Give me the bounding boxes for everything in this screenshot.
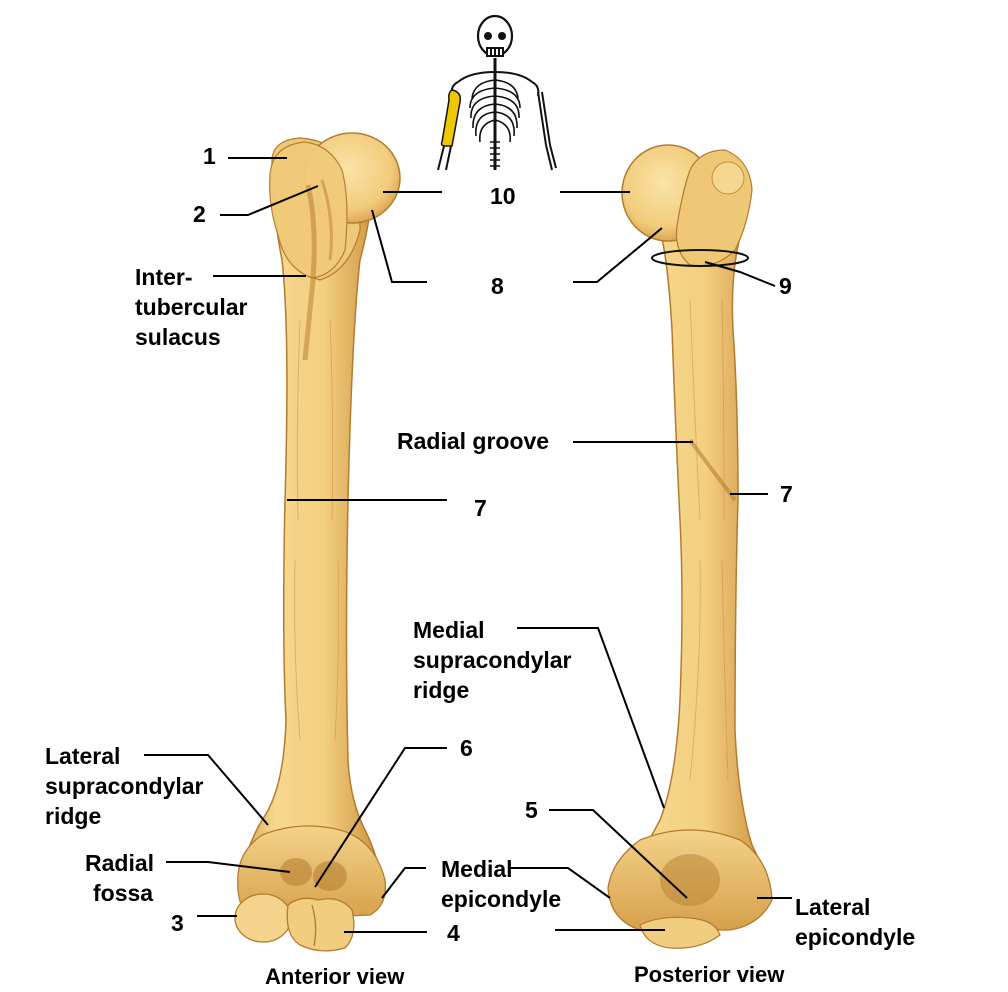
- label-9: 9: [779, 273, 792, 299]
- label-medial-supracondylar-ridge: Medial supracondylar ridge: [413, 615, 572, 705]
- skeleton-icon: [437, 14, 557, 171]
- label-radial-fossa-line-1: Radial: [85, 850, 155, 876]
- label-lateral-supracondylar-line-1: Lateral: [45, 743, 121, 769]
- label-lateral-supracondylar-line-2: supracondylar: [45, 773, 204, 799]
- leader-lines: [144, 157, 792, 933]
- label-5: 5: [525, 797, 538, 823]
- label-7-anterior: 7: [474, 495, 487, 521]
- leader-medial-supracondylar: [517, 627, 665, 809]
- label-lateral-supracondylar-ridge: Lateral supracondylar ridge: [45, 741, 204, 831]
- label-medial-epicondyle: Medial epicondyle: [441, 854, 561, 914]
- leader-5: [549, 809, 688, 899]
- label-6: 6: [460, 735, 473, 761]
- leader-2: [220, 185, 319, 216]
- label-2: 2: [193, 201, 206, 227]
- label-10: 10: [490, 183, 516, 209]
- label-lateral-supracondylar-line-3: ridge: [45, 803, 102, 829]
- leader-8-left: [371, 209, 427, 283]
- label-intertubercular-line-1: Inter-: [135, 264, 193, 290]
- label-intertubercular-line-2: tubercular: [135, 294, 248, 320]
- label-lateral-epicondyle-line-1: Lateral: [795, 894, 871, 920]
- label-medial-epicondyle-line-2: epicondyle: [441, 886, 562, 912]
- leader-8-right: [573, 227, 663, 283]
- leader-medial-epicondyle-right: [511, 867, 611, 899]
- caption-anterior-view: Anterior view: [265, 964, 405, 989]
- label-4: 4: [447, 920, 460, 946]
- leader-lateral-supracondylar: [144, 754, 269, 826]
- caption-posterior-view: Posterior view: [634, 962, 785, 987]
- label-radial-fossa-line-2: fossa: [93, 880, 154, 906]
- label-medial-supracondylar-line-1: Medial: [413, 617, 485, 643]
- label-1: 1: [203, 143, 216, 169]
- label-intertubercular-line-3: sulacus: [135, 324, 221, 350]
- label-lateral-epicondyle: Lateral epicondyle: [795, 892, 915, 952]
- label-medial-supracondylar-line-3: ridge: [413, 677, 470, 703]
- label-8: 8: [491, 273, 504, 299]
- label-3: 3: [171, 910, 184, 936]
- label-lateral-epicondyle-line-2: epicondyle: [795, 924, 916, 950]
- anterior-humerus: [234, 132, 401, 952]
- leader-medial-epicondyle-left: [381, 867, 426, 899]
- label-7-posterior: 7: [780, 481, 793, 507]
- leader-6: [314, 747, 447, 888]
- label-radial-fossa: Radial fossa: [85, 848, 154, 908]
- label-radial-groove: Radial groove: [397, 428, 550, 454]
- label-medial-supracondylar-line-2: supracondylar: [413, 647, 572, 673]
- label-medial-epicondyle-line-1: Medial: [441, 856, 513, 882]
- posterior-humerus: [607, 144, 773, 949]
- label-intertubercular-sulcus: Inter- tubercular sulacus: [135, 262, 247, 352]
- leader-9: [704, 261, 776, 287]
- leader-radial-fossa: [166, 861, 291, 873]
